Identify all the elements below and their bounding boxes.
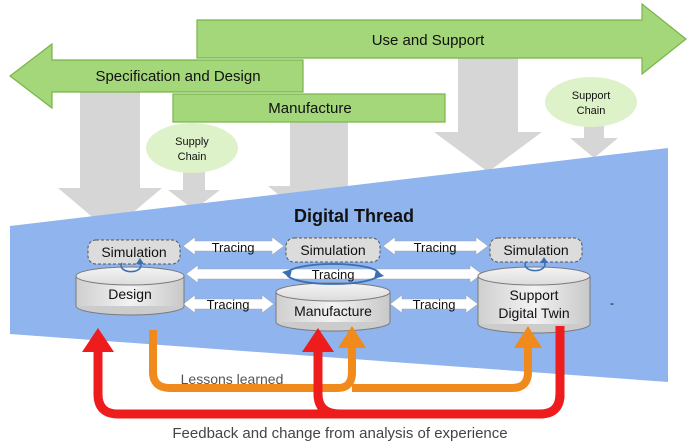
design-database: Design <box>75 266 185 316</box>
spec-design-arrow <box>9 42 304 110</box>
red-arrowhead-manufacture <box>302 328 334 352</box>
tracing-arrow-bottom-left <box>182 294 275 314</box>
feedback-label: Feedback and change from analysis of exp… <box>172 425 507 442</box>
tracing-label-bottom-left: Tracing <box>207 297 250 312</box>
support-chain-line2: Chain <box>577 105 606 117</box>
tracing-arrows: Tracing Tracing Tracing Tracing Tracing <box>182 236 489 314</box>
cycle-icon-manufacture <box>282 263 384 285</box>
grey-arrow-supply <box>168 172 220 210</box>
tracing-label-top-left: Tracing <box>212 240 255 255</box>
cycle-icon-support <box>524 257 548 272</box>
use-support-label: Use and Support <box>372 32 485 49</box>
cycle-icon-design <box>120 258 144 273</box>
orange-arrowhead-manufacture <box>338 326 366 348</box>
tracing-label-top-right: Tracing <box>414 240 457 255</box>
support-twin-line2: Digital Twin <box>498 305 569 321</box>
grey-arrow-use <box>434 52 542 172</box>
tracing-label-bottom-right: Tracing <box>413 297 456 312</box>
use-support-arrow <box>196 2 687 76</box>
tracing-label-middle: Tracing <box>312 267 355 282</box>
manufacture-label: Manufacture <box>294 303 372 319</box>
grey-arrow-support <box>570 116 618 158</box>
lessons-learned-label: Lessons learned <box>181 371 284 387</box>
simulation-design-label: Simulation <box>101 244 166 260</box>
simulation-manufacture-label: Simulation <box>300 242 365 258</box>
support-chain-bubble: Support Chain <box>545 77 637 127</box>
feedback-loops <box>93 326 565 419</box>
red-loop-inner <box>313 350 565 419</box>
supply-chain-line1: Supply <box>175 136 209 148</box>
manufacture-bar <box>172 93 446 123</box>
phase-arrows: Use and Support Specification and Design… <box>9 2 687 123</box>
supply-chain-line2: Chain <box>178 151 207 163</box>
red-arrowhead-design <box>82 328 114 352</box>
stray-dash: - <box>610 296 614 310</box>
manufacture-phase-label: Manufacture <box>268 100 351 117</box>
support-twin-line1: Support <box>509 287 558 303</box>
orange-loop-manufacture <box>352 348 532 392</box>
manufacture-database: Manufacture <box>275 282 391 332</box>
simulation-support: Simulation <box>489 237 583 263</box>
supply-chain-bubble: Supply Chain <box>146 123 238 173</box>
support-chain-line1: Support <box>572 90 611 102</box>
tracing-arrow-top-left <box>182 236 285 256</box>
digital-thread-title: Digital Thread <box>294 206 414 226</box>
lessons-learned-loops <box>149 330 532 392</box>
simulation-support-label: Simulation <box>503 242 568 258</box>
simulation-manufacture: Simulation <box>285 237 381 263</box>
grey-arrow-design <box>58 90 162 232</box>
spec-design-label: Specification and Design <box>95 68 260 85</box>
simulation-design: Simulation <box>87 239 181 265</box>
orange-loop-design <box>149 330 356 392</box>
support-twin-database: Support Digital Twin <box>477 266 591 334</box>
tracing-arrow-top-right <box>382 236 489 256</box>
design-label: Design <box>108 286 152 302</box>
orange-arrowhead-support <box>514 326 542 348</box>
